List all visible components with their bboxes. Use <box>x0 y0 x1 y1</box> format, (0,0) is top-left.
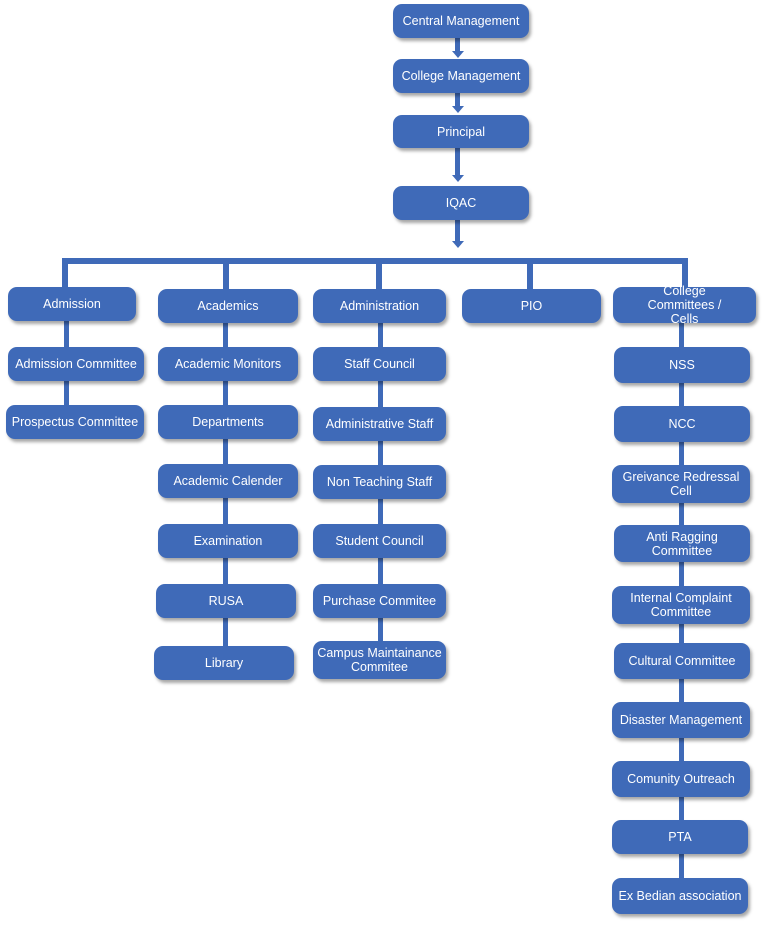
node-label: Cultural Committee <box>628 654 736 668</box>
node-campus-maintainance-commitee: Campus Maintainance Commitee <box>313 641 446 679</box>
arrow-stem-3 <box>455 148 460 176</box>
arrow-down-icon <box>452 241 464 248</box>
node-label: Student Council <box>335 534 424 548</box>
node-label: Ex Bedian association <box>618 889 742 903</box>
node-pio: PIO <box>462 289 601 323</box>
node-academics: Academics <box>158 289 298 323</box>
node-label: PIO <box>520 299 543 313</box>
node-principal: Principal <box>393 115 529 148</box>
arrow-down-icon <box>452 175 464 182</box>
node-comunity-outreach: Comunity Outreach <box>612 761 750 797</box>
bus-drop-pio <box>527 258 533 292</box>
node-label: Academic Calender <box>173 474 283 488</box>
arrow-down-icon <box>452 106 464 113</box>
node-label: Prospectus Committee <box>11 415 139 429</box>
node-examination: Examination <box>158 524 298 558</box>
node-label: Anti Ragging Committee <box>646 529 718 558</box>
arrow-stem-1 <box>455 38 460 53</box>
node-greivance-redressal-cell: Greivance Redressal Cell <box>612 465 750 503</box>
node-label: IQAC <box>445 196 477 210</box>
node-label: PTA <box>668 830 692 844</box>
bus-drop-committees <box>682 258 688 290</box>
node-cultural-committee: Cultural Committee <box>614 643 750 679</box>
node-student-council: Student Council <box>313 524 446 558</box>
node-label: Campus Maintainance Commitee <box>317 646 442 674</box>
node-label: Examination <box>193 534 263 548</box>
bus-drop-administration <box>376 258 382 292</box>
node-non-teaching-staff: Non Teaching Staff <box>313 465 446 499</box>
node-label: College Committees / Cells <box>647 284 722 326</box>
node-college-committees: College Committees / Cells <box>613 284 756 326</box>
bus-drop-admission <box>62 258 68 292</box>
node-label: Admission <box>43 297 101 311</box>
node-ncc: NCC <box>614 406 750 442</box>
node-label: Disaster Management <box>619 713 743 727</box>
node-label: Academic Monitors <box>174 357 282 371</box>
node-iqac: IQAC <box>393 186 529 220</box>
node-label: College Management <box>401 69 521 83</box>
node-academic-monitors: Academic Monitors <box>158 347 298 381</box>
node-label: Purchase Commitee <box>322 594 437 608</box>
node-label: RUSA <box>208 594 244 608</box>
arrow-stem-4 <box>455 220 460 242</box>
node-internal-complaint-committee: Internal Complaint Committee <box>612 586 750 624</box>
node-administration: Administration <box>313 289 446 323</box>
node-central-management: Central Management <box>393 4 529 38</box>
node-label: Library <box>204 656 244 670</box>
node-disaster-management: Disaster Management <box>612 702 750 738</box>
node-label: Central Management <box>402 14 520 28</box>
bus-line <box>62 258 688 264</box>
arrow-stem-2 <box>455 93 460 108</box>
node-label: Administrative Staff <box>325 417 434 431</box>
node-label: NCC <box>668 417 696 431</box>
node-label: Greivance Redressal Cell <box>622 470 740 498</box>
node-pta: PTA <box>612 820 748 854</box>
node-nss: NSS <box>614 347 750 383</box>
node-label: Non Teaching Staff <box>326 475 433 489</box>
node-label: Principal <box>437 124 485 139</box>
node-admission: Admission <box>8 287 136 321</box>
arrow-down-icon <box>452 51 464 58</box>
node-ex-bedian-association: Ex Bedian association <box>612 878 748 914</box>
node-label: Departments <box>192 415 264 429</box>
node-label: Academics <box>197 299 259 313</box>
node-departments: Departments <box>158 405 298 439</box>
node-purchase-commitee: Purchase Commitee <box>313 584 446 618</box>
node-academic-calender: Academic Calender <box>158 464 298 498</box>
node-administrative-staff: Administrative Staff <box>313 407 446 441</box>
node-anti-ragging-committee: Anti Ragging Committee <box>614 525 750 562</box>
node-staff-council: Staff Council <box>313 347 446 381</box>
node-label: Internal Complaint Committee <box>630 591 732 619</box>
node-label: NSS <box>669 358 695 372</box>
node-label: Staff Council <box>344 357 415 371</box>
node-label: Comunity Outreach <box>627 772 735 786</box>
node-rusa: RUSA <box>156 584 296 618</box>
node-label: Administration <box>339 299 420 313</box>
node-college-management: College Management <box>393 59 529 93</box>
node-prospectus-committee: Prospectus Committee <box>6 405 144 439</box>
node-label: Admission Committee <box>15 357 137 371</box>
bus-drop-academics <box>223 258 229 292</box>
node-admission-committee: Admission Committee <box>8 347 144 381</box>
node-library: Library <box>154 646 294 680</box>
